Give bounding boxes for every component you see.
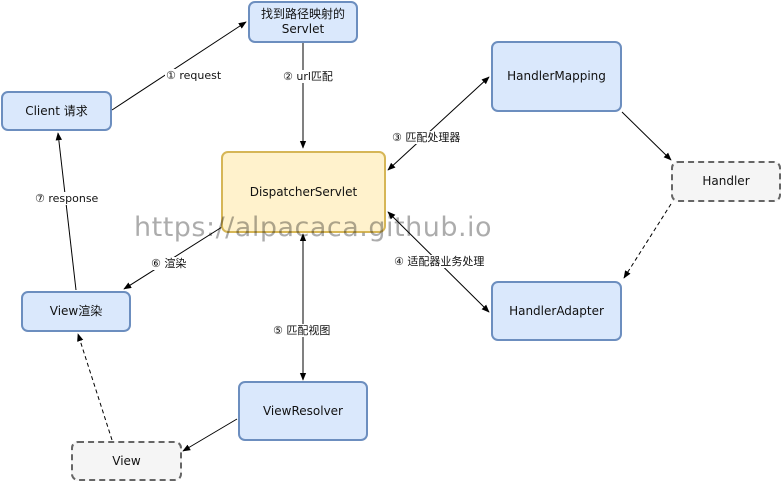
handler-label: Handler <box>702 174 750 188</box>
view-render-label: View渲染 <box>49 304 103 318</box>
edge-mapping-to-handler <box>621 111 672 161</box>
handler-mapping-node[interactable]: HandlerMapping <box>491 41 622 112</box>
view-render-node[interactable]: View渲染 <box>21 291 131 332</box>
dispatcher-servlet-label: DispatcherServlet <box>249 184 358 199</box>
edge-label-match-handler: ③ 匹配处理器 <box>391 131 462 144</box>
view-resolver-label: ViewResolver <box>262 403 343 418</box>
edge-label-match-view: ⑤ 匹配视图 <box>272 324 332 337</box>
dispatcher-servlet-node[interactable]: DispatcherServlet <box>221 151 386 233</box>
edge-label-render: ⑥ 渲染 <box>150 257 188 270</box>
edge-label-response: ⑦ response <box>34 192 100 205</box>
find-mapping-node[interactable]: 找到路径映射的 Servlet <box>248 1 358 43</box>
client-label: Client 请求 <box>25 103 88 118</box>
watermark: https://alpacaca.github.io <box>134 212 493 243</box>
handler-adapter-label: HandlerAdapter <box>509 303 604 318</box>
handler-adapter-node[interactable]: HandlerAdapter <box>491 281 622 341</box>
handler-mapping-label: HandlerMapping <box>507 69 606 83</box>
view-label: View <box>112 453 141 468</box>
edge-label-request: ① request <box>165 69 223 82</box>
edge-match-handler <box>387 76 490 171</box>
handler-node[interactable]: Handler <box>671 161 781 202</box>
view-resolver-node[interactable]: ViewResolver <box>238 381 368 441</box>
edge-request <box>111 21 247 111</box>
edge-view-to-render <box>77 333 113 441</box>
client-node[interactable]: Client 请求 <box>1 91 112 131</box>
edge-label-adapter-process: ④ 适配器业务处理 <box>393 255 486 268</box>
edge-resolver-to-view <box>182 418 238 452</box>
edge-label-url-match: ② url匹配 <box>282 70 334 83</box>
edge-handler-to-adapter <box>623 203 672 279</box>
find-mapping-label: 找到路径映射的 Servlet <box>260 7 345 36</box>
view-node[interactable]: View <box>71 441 182 481</box>
edge-response <box>55 132 77 291</box>
